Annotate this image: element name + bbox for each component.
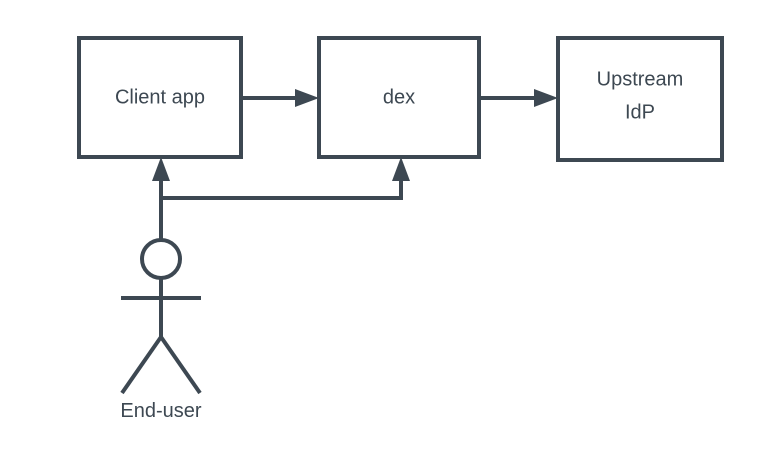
actor-right-leg-line: [159, 335, 202, 395]
edge-client-app-to-dex-arrowhead: [295, 89, 319, 107]
actor-left-leg-line: [120, 335, 163, 395]
node-client-app-label: Client app: [115, 86, 205, 108]
edge-user-to-dex-line: [161, 170, 403, 200]
actor-head-icon: [140, 238, 182, 280]
node-client-app[interactable]: Client app: [77, 36, 243, 159]
node-upstream-idp[interactable]: Upstream IdP: [556, 36, 724, 162]
node-dex[interactable]: dex: [317, 36, 481, 159]
edge-user-to-client-app[interactable]: [152, 157, 170, 240]
edge-dex-to-upstream-idp-arrowhead: [534, 89, 558, 107]
node-end-user-actor[interactable]: End-user: [120, 238, 202, 422]
node-client-app-rect: [77, 36, 243, 159]
node-end-user-label: End-user: [120, 400, 201, 422]
node-upstream-idp-label-line2: IdP: [625, 101, 655, 123]
node-upstream-idp-rect: [556, 36, 724, 162]
node-upstream-idp-label-line1: Upstream: [597, 68, 684, 90]
node-dex-label: dex: [383, 86, 415, 108]
edge-user-to-dex-arrowhead: [392, 157, 410, 181]
edge-client-app-to-dex[interactable]: [241, 89, 319, 107]
edge-user-to-client-app-arrowhead: [152, 157, 170, 181]
edge-dex-to-upstream-idp[interactable]: [479, 89, 558, 107]
edge-user-to-dex[interactable]: [161, 157, 410, 200]
node-dex-rect: [317, 36, 481, 159]
